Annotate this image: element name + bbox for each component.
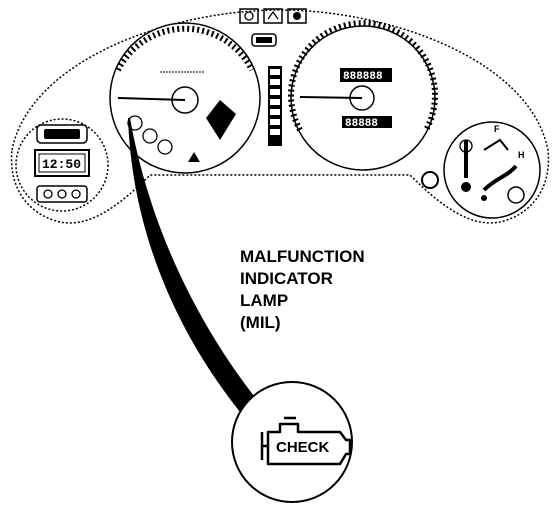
reset-knob bbox=[421, 171, 439, 189]
mil-callout: MALFUNCTION INDICATOR LAMP (MIL) bbox=[240, 247, 365, 332]
dashboard-outline bbox=[10, 9, 550, 224]
svg-text:888888: 888888 bbox=[343, 71, 383, 83]
check-engine-icon bbox=[260, 422, 352, 466]
speedometer-needle bbox=[299, 96, 363, 99]
trip-odometer-display bbox=[342, 116, 392, 128]
fuel-full-mark: F bbox=[494, 124, 500, 134]
mil-magnified-view: CHECK bbox=[231, 381, 353, 503]
right-gauge-cluster: F H bbox=[421, 121, 541, 219]
temp-needle bbox=[482, 164, 518, 192]
mil-check-label: CHECK bbox=[276, 439, 330, 456]
callout-line-2: INDICATOR bbox=[240, 269, 333, 288]
temp-hot-mark: H bbox=[518, 150, 525, 160]
clock-display: 12:50 bbox=[42, 157, 81, 172]
callout-line-1: MALFUNCTION bbox=[240, 247, 365, 266]
callout-line-4: (MIL) bbox=[240, 313, 281, 332]
odometer-display bbox=[340, 68, 392, 82]
tachometer-needle bbox=[117, 97, 186, 101]
speedometer-gauge: 888888 88888 bbox=[288, 20, 438, 171]
top-indicator-cluster bbox=[239, 8, 307, 47]
center-indicator-column bbox=[268, 66, 282, 146]
callout-line-3: LAMP bbox=[240, 291, 288, 310]
svg-text:88888: 88888 bbox=[345, 118, 378, 130]
tachometer-gauge bbox=[109, 22, 261, 174]
left-gauge-cluster: 12:50 bbox=[15, 118, 109, 212]
tachometer-redline bbox=[206, 100, 236, 140]
